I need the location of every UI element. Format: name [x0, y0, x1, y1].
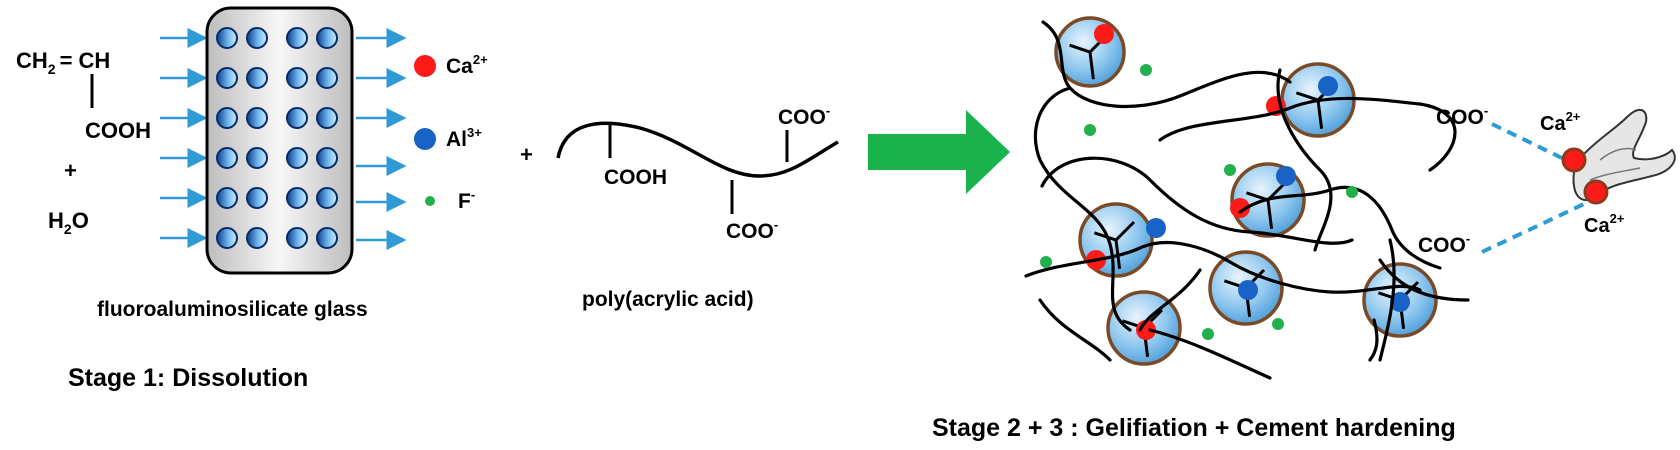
- process-arrow: [868, 110, 1010, 194]
- al-ion-label: Al3+: [446, 125, 482, 151]
- glass-bead: [286, 67, 308, 89]
- glass-particles: [1054, 16, 1438, 366]
- paa-cooh: COOH: [604, 166, 667, 189]
- tooth-ca-bottom: [1583, 179, 1609, 205]
- stage23-title: Stage 2 + 3 : Gelifiation + Cement harde…: [932, 414, 1456, 442]
- chain-7: [1024, 240, 1422, 294]
- glass-bead: [316, 187, 338, 209]
- glass-bead: [246, 67, 268, 89]
- al-ion: [1146, 218, 1166, 238]
- fluoride-ion: [1040, 256, 1052, 268]
- chain-6: [1238, 185, 1442, 270]
- ca-ion-label: Ca2+: [446, 52, 488, 78]
- tooth-ca-top-label: Ca2+: [1540, 109, 1581, 135]
- al-ion: [1318, 76, 1338, 96]
- paa-label: poly(acrylic acid): [582, 288, 754, 311]
- f-ion-marker: [425, 196, 435, 206]
- glass-bead: [316, 227, 338, 249]
- glass-bead: [316, 67, 338, 89]
- glass-bead: [216, 227, 238, 249]
- al-ion: [1390, 292, 1410, 312]
- outgoing-ion-arrows: [356, 28, 407, 250]
- tooth-ca-bottom-label: Ca2+: [1584, 211, 1625, 237]
- ca-ion: [1136, 320, 1156, 340]
- stage1-title: Stage 1: Dissolution: [68, 364, 308, 392]
- chain-3: [1040, 156, 1354, 245]
- glass-bead: [216, 147, 238, 169]
- ca-ion-marker: [414, 55, 436, 77]
- ca-ion: [1094, 24, 1114, 44]
- chain-11: [1368, 258, 1470, 362]
- glass-label: fluoroaluminosilicate glass: [97, 298, 368, 321]
- fluoride-ion: [1140, 64, 1152, 76]
- water-formula: H2O: [48, 208, 89, 237]
- chain-10: [1418, 102, 1457, 172]
- al-ion: [1276, 166, 1296, 186]
- monomer-formula: CH2=CH: [16, 48, 110, 77]
- chain-2: [1033, 86, 1132, 332]
- al-ion-marker: [414, 128, 436, 150]
- ca-ion: [1230, 198, 1250, 218]
- polyacrylic-acid-group: + COOH COO- COO- poly(acrylic acid): [520, 103, 839, 311]
- ionic-bond-bottom: [1481, 202, 1585, 254]
- glass-bead: [286, 27, 308, 49]
- glass-bead: [216, 107, 238, 129]
- chain-1: [1041, 20, 1292, 109]
- glass-bead: [286, 147, 308, 169]
- glass-bead: [286, 227, 308, 249]
- glass-bead: [246, 27, 268, 49]
- stage1-plus: +: [64, 158, 77, 183]
- f-ion-label: F-: [458, 187, 475, 213]
- ionic-bond-top: [1491, 122, 1563, 160]
- fluoride-ion: [1346, 186, 1358, 198]
- glass-bead: [286, 107, 308, 129]
- glass-bead: [246, 107, 268, 129]
- coo-bottom-label: COO-: [1418, 231, 1470, 257]
- chain-5: [1276, 68, 1333, 252]
- tooth-shading: [1589, 147, 1641, 181]
- paa-plus: +: [520, 142, 533, 167]
- glass-bead: [246, 187, 268, 209]
- fluoride-ions: [1040, 64, 1358, 340]
- monomer-cooh: COOH: [85, 118, 151, 143]
- fluoride-ion: [1224, 164, 1236, 176]
- glass-bead: [216, 67, 238, 89]
- fluoride-ion: [1084, 124, 1096, 136]
- fluoride-ion: [1272, 318, 1284, 330]
- glass-bead: [316, 107, 338, 129]
- fluoride-ion: [1202, 328, 1214, 340]
- chain-12: [1138, 268, 1202, 332]
- chain-9: [1378, 238, 1396, 362]
- chain-4: [1158, 96, 1422, 142]
- coo-top-label: COO-: [1436, 103, 1488, 129]
- glass-bead: [246, 227, 268, 249]
- glass-bead: [316, 147, 338, 169]
- polymer-network: [1024, 20, 1470, 380]
- glass-bead: [286, 187, 308, 209]
- paa-coo-bottom: COO-: [726, 217, 778, 243]
- glass-particle-slab: [205, 6, 354, 275]
- stage1-group: CH2=CH COOH + H2O Ca2+ Al3+ F- fluoroalu…: [16, 6, 488, 392]
- chain-8: [1038, 298, 1272, 380]
- glass-bead: [216, 27, 238, 49]
- paa-coo-top: COO-: [778, 103, 830, 129]
- glass-bead: [246, 147, 268, 169]
- tooth-ca-top: [1561, 147, 1587, 173]
- glass-bead: [216, 187, 238, 209]
- paa-backbone: [556, 121, 839, 178]
- al-ion: [1238, 280, 1258, 300]
- glass-beads: [216, 27, 338, 249]
- stage23-group: COO- COO- Ca2+ Ca2+ Stage 2 + 3 : Gelifi…: [932, 16, 1676, 442]
- glass-bead: [316, 27, 338, 49]
- incoming-ion-arrows: [160, 28, 208, 248]
